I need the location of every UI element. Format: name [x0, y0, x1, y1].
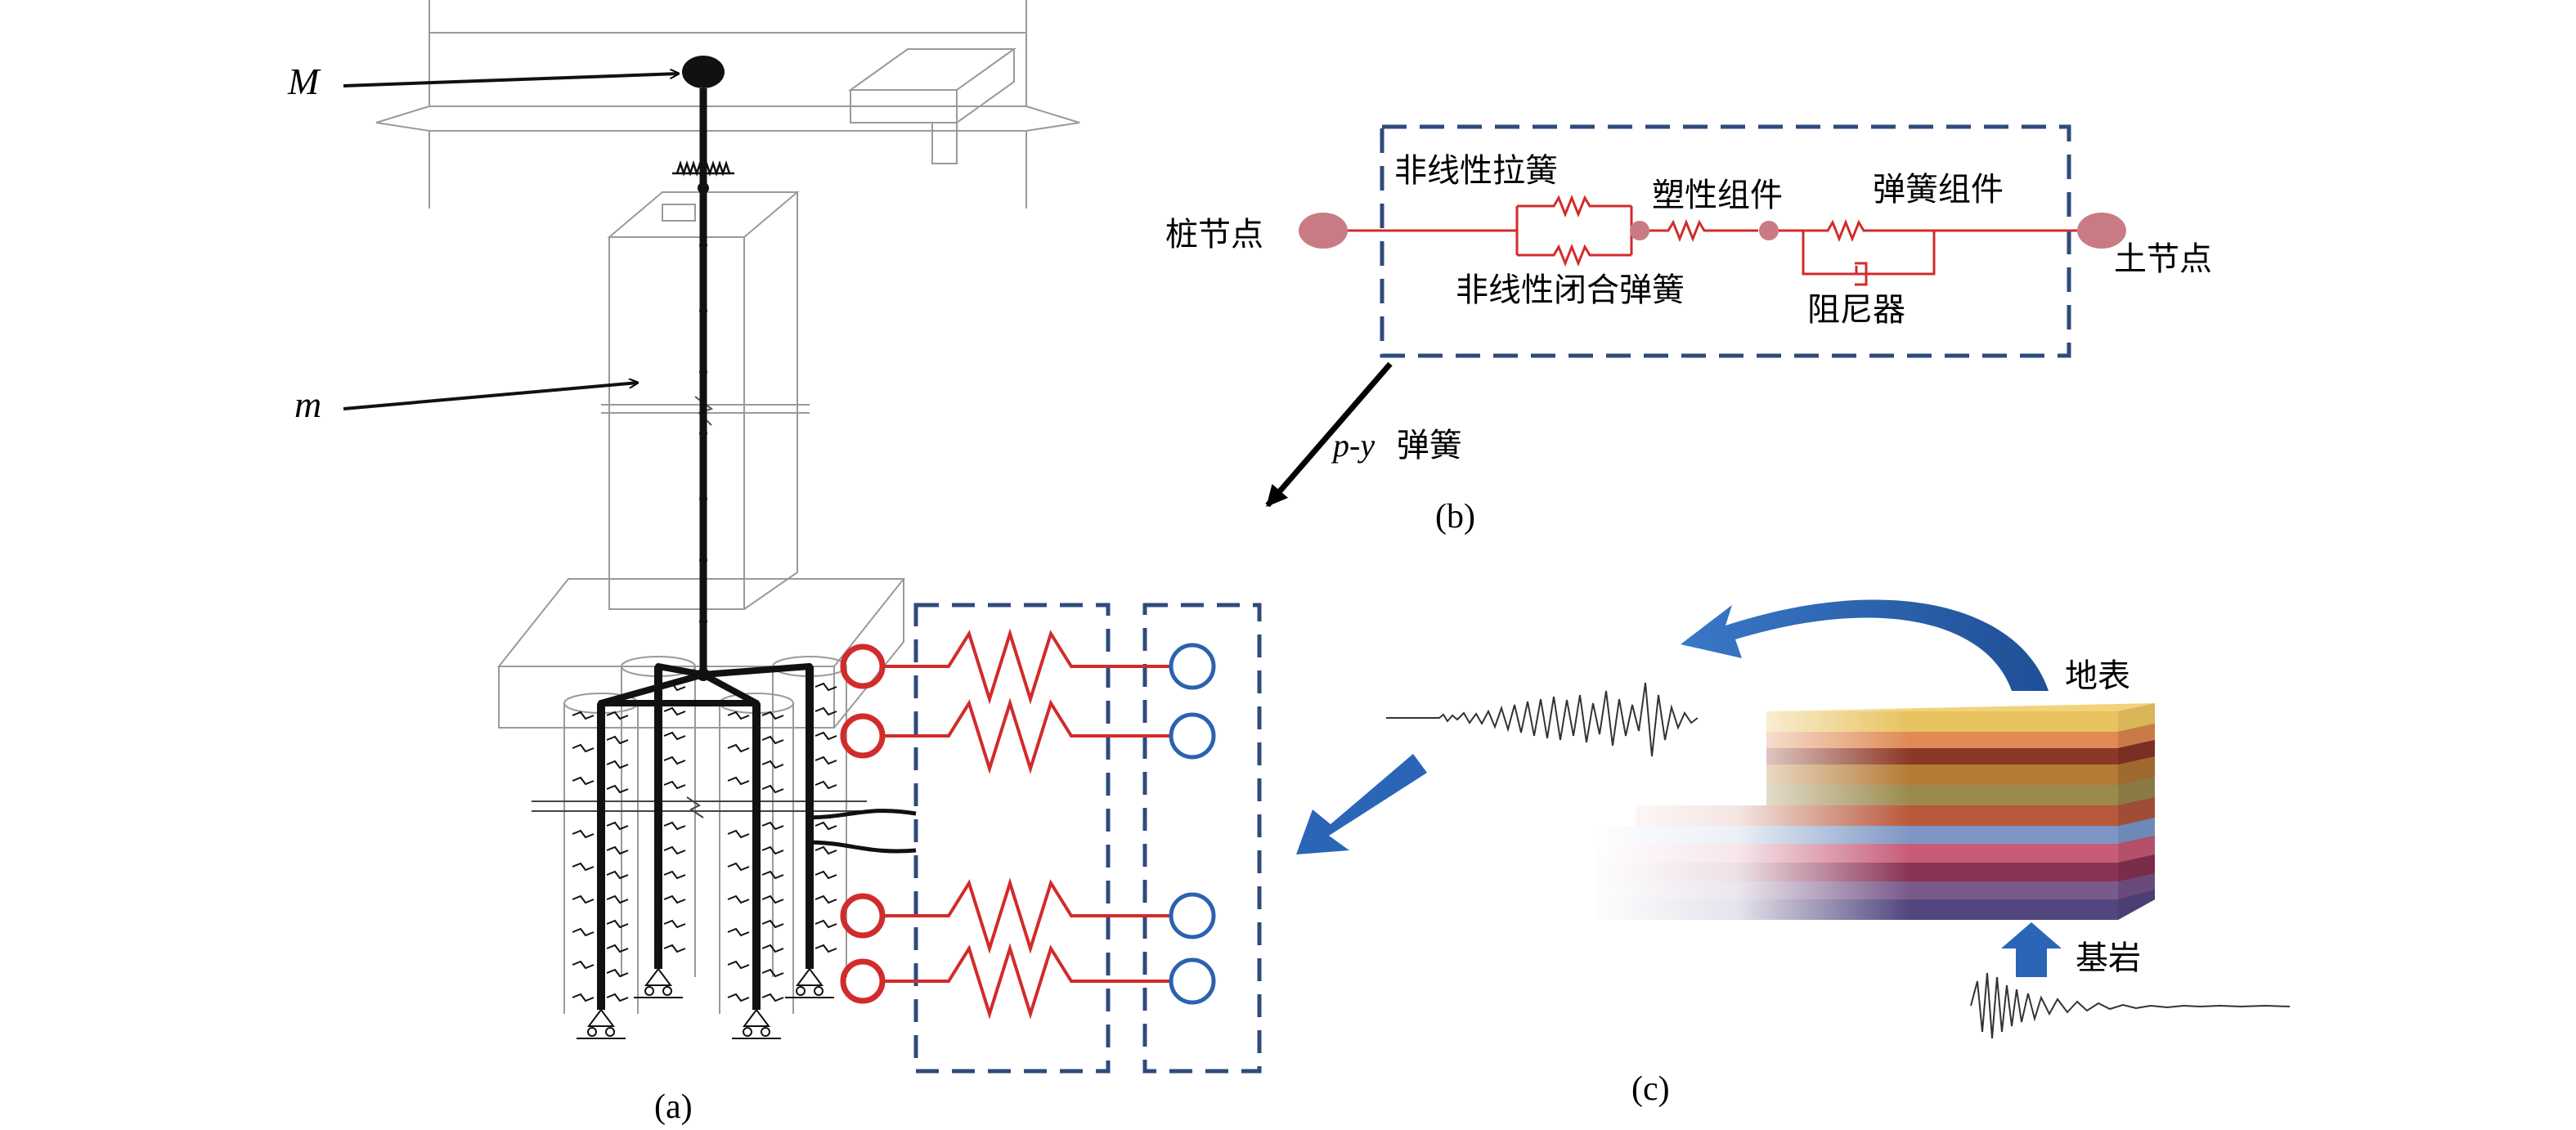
label-soil-node: 土节点: [2114, 240, 2212, 278]
label-m: m: [294, 383, 321, 425]
soil-layers-side: [2118, 703, 2155, 920]
mass-M-node: [682, 56, 725, 88]
caption-b: (b): [1435, 498, 1475, 536]
transfer-arrow: [1296, 754, 1427, 854]
pile-soil-spring-models: [840, 603, 1262, 1074]
layer-fade-overlay: [1586, 687, 2126, 932]
stick-model: [572, 56, 917, 1039]
pile-break-lines: [532, 796, 867, 818]
label-plastic-component: 塑性组件: [1652, 177, 1783, 214]
pile-node: [840, 643, 886, 689]
label-M: M: [287, 61, 321, 102]
label-spring-component: 弹簧组件: [1873, 171, 2004, 209]
pile-cap: [496, 578, 906, 729]
soil-node: [1169, 712, 1216, 760]
bedrock-up-arrow: [2001, 922, 2062, 977]
pile-node: [840, 893, 886, 939]
soil-layer-stack: [1586, 687, 2155, 932]
bearing-spring: [672, 160, 734, 177]
bedrock-motion-record: [1970, 972, 2291, 1039]
soil-node-marker: [2077, 213, 2126, 249]
soil-node: [1169, 957, 1216, 1005]
arrow-m: [343, 383, 638, 410]
pile-node-marker: [1299, 213, 1348, 249]
label-nonlinear-closure-spring: 非线性闭合弹簧: [1456, 271, 1685, 309]
surface-motion-record: [1386, 682, 1699, 757]
label-pile-node: 桩节点: [1165, 216, 1263, 253]
label-damper: 阻尼器: [1807, 291, 1905, 329]
bridge-deck-outline: [375, 0, 1080, 209]
panel-a-pile-structure: M m (a): [287, 0, 1262, 1126]
pile-outlines: [563, 656, 847, 1014]
py-prefix: p-y: [1331, 427, 1375, 464]
py-spring-arrow: [1265, 361, 1393, 508]
panel-c-site-response: 地表 基岩 (c): [1296, 599, 2291, 1108]
panel-b-py-spring-model: 非线性拉簧 塑性组件 弹簧组件 桩节点 土节点 非线性闭合弹簧 阻尼器 p-y …: [1165, 124, 2212, 536]
arrow-M: [343, 74, 679, 87]
caption-c: (c): [1631, 1070, 1670, 1108]
pile-tip-supports: [577, 967, 834, 1039]
label-bedrock: 基岩: [2076, 939, 2141, 977]
py-spring-box: [1380, 124, 2071, 358]
soil-node: [1169, 643, 1216, 690]
caption-a: (a): [654, 1088, 693, 1126]
label-py-spring: p-y 弹簧: [1331, 427, 1462, 464]
soil-node: [1169, 892, 1216, 939]
py-suffix: 弹簧: [1397, 427, 1462, 464]
label-nonlinear-drag-spring: 非线性拉簧: [1394, 152, 1558, 190]
pile-node: [840, 958, 886, 1004]
pile-node: [840, 713, 886, 759]
label-ground-surface: 地表: [2065, 657, 2130, 695]
ground-surface-arc-arrow: [1681, 599, 2049, 691]
